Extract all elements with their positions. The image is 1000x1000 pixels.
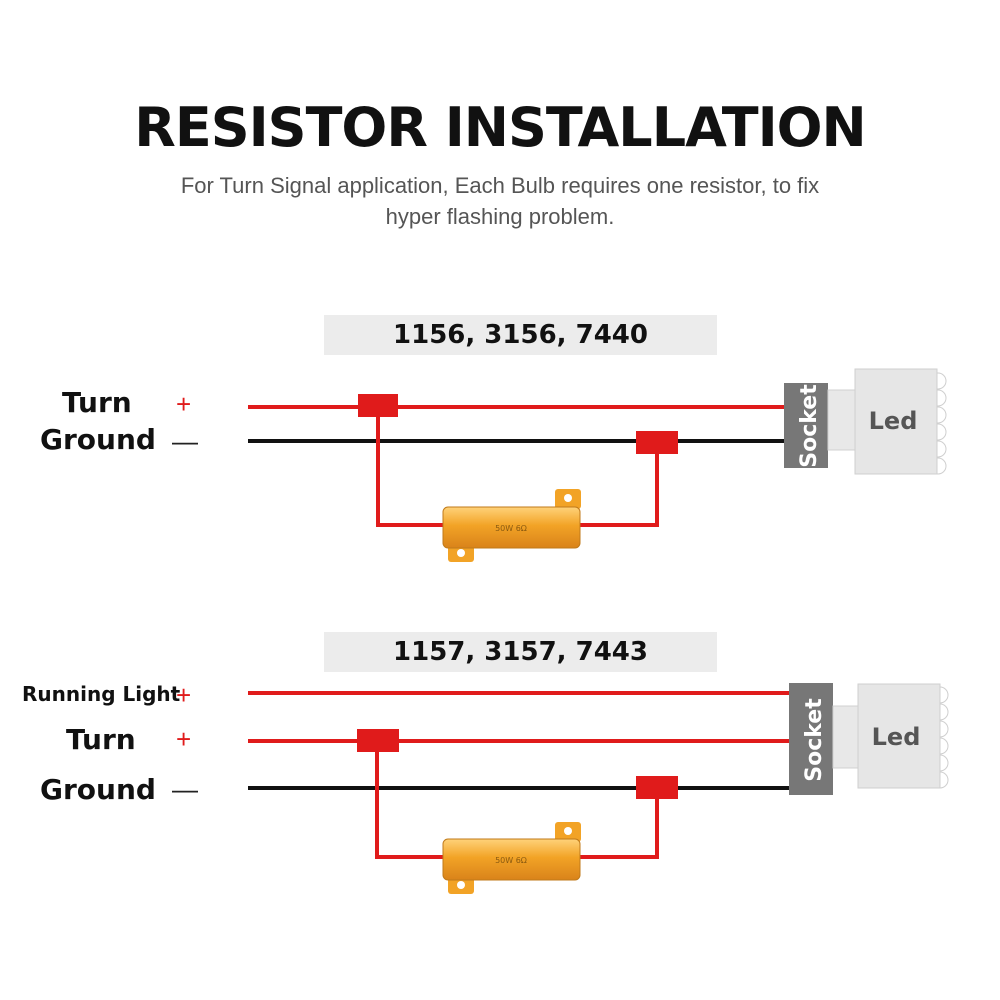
running-light-label: Running Light <box>22 682 181 706</box>
resistor-lead-ground-2 <box>578 788 659 859</box>
ground-label-1: Ground <box>40 423 156 456</box>
subtitle-line-2: hyper flashing problem. <box>385 204 615 229</box>
tap-connector-ground-2 <box>636 776 678 799</box>
tap-connector-ground-1 <box>636 431 678 454</box>
ground-minus-sign-2: — <box>172 774 198 804</box>
subtitle-line-1: For Turn Signal application, Each Bulb r… <box>180 173 820 198</box>
led-body-2 <box>857 683 941 789</box>
resistor-lead-positive-2 <box>375 741 450 859</box>
socket-2: Socket <box>789 683 833 795</box>
resistor-2: 50W 6Ω <box>442 822 581 894</box>
turn-plus-sign-1: + <box>176 389 192 419</box>
running-plus-sign: + <box>176 680 192 710</box>
resistor-label-2: 50W 6Ω <box>495 856 527 865</box>
ground-label-2: Ground <box>40 773 156 806</box>
bulb-type-banner-1: 1156, 3156, 7440 <box>324 315 717 355</box>
diagram-1: 50W 6Ω Socket Led <box>248 368 947 562</box>
page-title: RESISTOR INSTALLATION <box>134 96 867 159</box>
diagram-2: 50W 6Ω Socket Led <box>248 683 949 894</box>
resistor-1: 50W 6Ω <box>442 489 581 562</box>
led-body-1 <box>854 368 938 475</box>
socket-label-1: Socket <box>797 384 822 468</box>
socket-1: Socket <box>784 383 828 468</box>
led-label-1: Led <box>869 407 918 435</box>
bulb-type-banner-2: 1157, 3157, 7443 <box>324 632 717 672</box>
led-bulb-2: Led <box>832 683 949 789</box>
led-bulb-1: Led <box>827 368 947 475</box>
socket-label-2: Socket <box>802 698 827 782</box>
led-label-2: Led <box>872 723 921 751</box>
tap-connector-turn-1 <box>358 394 398 417</box>
resistor-body-2 <box>442 838 581 881</box>
turn-plus-sign-2: + <box>176 724 192 754</box>
led-neck-2 <box>832 705 860 769</box>
page-subtitle: For Turn Signal application, Each Bulb r… <box>140 170 860 232</box>
resistor-lead-positive-1 <box>376 407 450 527</box>
ground-minus-sign-1: — <box>172 426 198 456</box>
resistor-lead-ground-1 <box>578 441 659 527</box>
socket-body-2 <box>789 683 833 795</box>
led-neck-1 <box>827 389 857 451</box>
turn-label-1: Turn <box>62 386 132 419</box>
tap-connector-turn-2 <box>357 729 399 752</box>
socket-body-1 <box>784 383 828 468</box>
turn-label-2: Turn <box>66 723 136 756</box>
resistor-label-1: 50W 6Ω <box>495 524 527 533</box>
resistor-body-1 <box>442 506 581 549</box>
